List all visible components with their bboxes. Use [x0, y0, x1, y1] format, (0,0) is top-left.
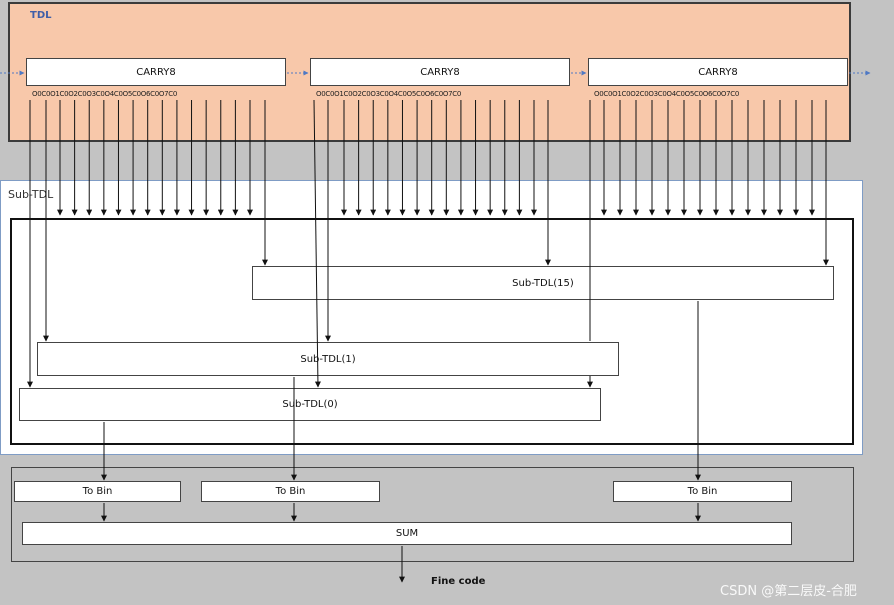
to-bin-box-3: To Bin [613, 481, 792, 502]
carry8-block-2: CARRY8 [310, 58, 570, 86]
pin-C0: C0 [77, 90, 87, 98]
wire-group [0, 70, 871, 583]
pin-C0: C0 [675, 90, 685, 98]
pin-labels-chain-1: O0C0O1C0O2C0O3C0O4C0O5C0O6C0O7C0 [32, 90, 177, 98]
pin-C0: C0 [150, 90, 159, 98]
pin-O1: O1 [50, 90, 60, 98]
pin-O7: O7 [720, 90, 731, 98]
pin-C0: C0 [730, 90, 739, 98]
pin-C0: C0 [452, 90, 461, 98]
pin-O2: O2 [630, 90, 640, 98]
pin-C0: C0 [621, 90, 631, 98]
tdl-title: TDL [30, 10, 52, 21]
pin-C0: C0 [639, 90, 649, 98]
pin-labels-chain-2: O0C0O1C0O2C0O3C0O4C0O5C0O6C0O7C0 [316, 90, 461, 98]
pin-C0: C0 [59, 90, 69, 98]
pin-C0: C0 [41, 90, 51, 98]
pin-O0: O0 [594, 90, 604, 98]
sum-box: SUM [22, 522, 792, 545]
to-bin-box-1: To Bin [14, 481, 181, 502]
pin-O4: O4 [388, 90, 399, 98]
carry8-block-3: CARRY8 [588, 58, 848, 86]
pin-O6: O6 [702, 90, 713, 98]
pin-C0: C0 [603, 90, 613, 98]
pin-O7: O7 [442, 90, 453, 98]
pin-C0: C0 [712, 90, 721, 98]
pin-C0: C0 [113, 90, 123, 98]
pin-C0: C0 [657, 90, 667, 98]
fine-code-label: Fine code [431, 576, 486, 587]
pin-O2: O2 [352, 90, 362, 98]
pin-O2: O2 [68, 90, 78, 98]
pin-O6: O6 [424, 90, 435, 98]
pin-O6: O6 [140, 90, 151, 98]
pin-C0: C0 [416, 90, 425, 98]
sub-tdl-1-box: Sub-TDL(1) [37, 342, 619, 376]
sub-tdl-title: Sub-TDL [8, 188, 54, 201]
sub-tdl-15-box: Sub-TDL(15) [252, 266, 834, 300]
pin-O3: O3 [648, 90, 658, 98]
pin-O1: O1 [612, 90, 622, 98]
to-bin-box-2: To Bin [201, 481, 380, 502]
pin-C0: C0 [694, 90, 703, 98]
pin-C0: C0 [434, 90, 443, 98]
pin-C0: C0 [325, 90, 335, 98]
pin-O5: O5 [122, 90, 133, 98]
pin-C0: C0 [379, 90, 389, 98]
pin-O0: O0 [316, 90, 326, 98]
pin-O3: O3 [370, 90, 380, 98]
pin-C0: C0 [343, 90, 353, 98]
wire-to-subtdl0-b [313, 99, 321, 388]
pin-O7: O7 [158, 90, 169, 98]
pin-O0: O0 [32, 90, 42, 98]
pin-labels-chain-3: O0C0O1C0O2C0O3C0O4C0O5C0O6C0O7C0 [594, 90, 739, 98]
watermark: CSDN @第二层皮-合肥 [720, 584, 857, 599]
sub-tdl-0-box: Sub-TDL(0) [19, 388, 601, 421]
pin-O4: O4 [666, 90, 677, 98]
pin-O3: O3 [86, 90, 96, 98]
pin-C0: C0 [361, 90, 371, 98]
pin-C0: C0 [95, 90, 105, 98]
pin-O1: O1 [334, 90, 344, 98]
pin-C0: C0 [168, 90, 177, 98]
pin-O4: O4 [104, 90, 115, 98]
pin-O5: O5 [684, 90, 695, 98]
carry8-block-1: CARRY8 [26, 58, 286, 86]
pin-O5: O5 [406, 90, 417, 98]
pin-C0: C0 [132, 90, 141, 98]
pin-C0: C0 [397, 90, 407, 98]
